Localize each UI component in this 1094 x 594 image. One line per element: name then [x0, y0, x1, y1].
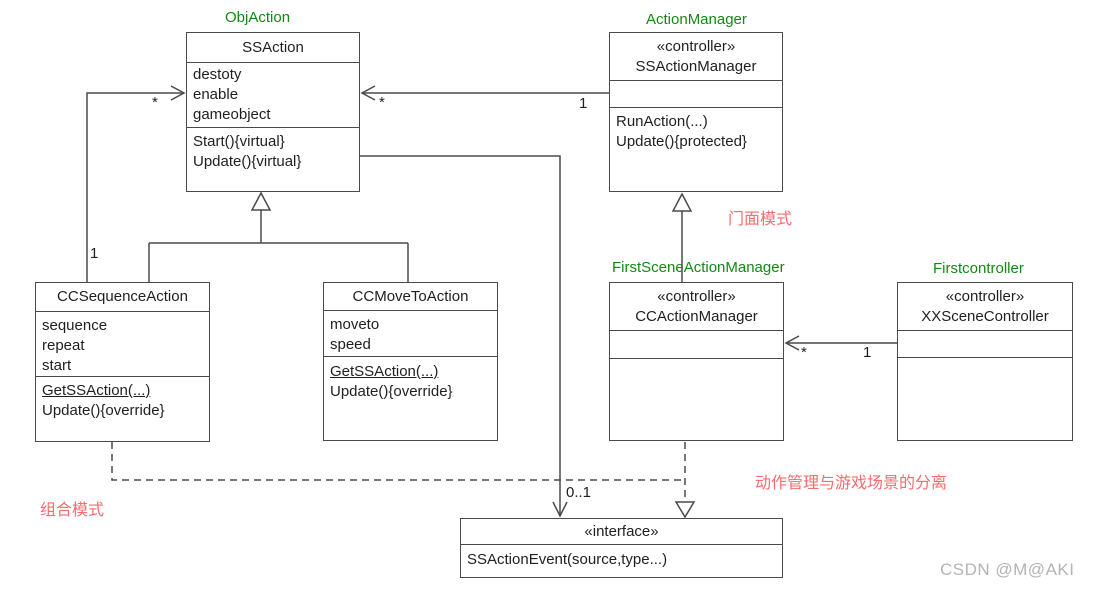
multiplicity-star: *: [152, 94, 158, 111]
interface-box-ssactionevent: «interface» SSActionEvent(source,type...…: [460, 518, 783, 578]
interface-stereotype: «interface»: [584, 522, 659, 540]
package-label-objaction: ObjAction: [225, 9, 291, 26]
multiplicity-one: 1: [579, 95, 588, 112]
method: Start(){virtual}: [193, 133, 285, 150]
methods-ccmovetoaction: GetSSAction(...) Update(){override}: [324, 356, 497, 440]
multiplicity-star: *: [801, 344, 807, 361]
multiplicity-zero-one: 0..1: [566, 484, 592, 501]
stereotype: «controller»: [657, 287, 736, 305]
class-name: XXSceneController: [921, 307, 1049, 325]
methods-ccsequenceaction: GetSSAction(...) Update(){override}: [36, 376, 209, 441]
attributes-ssactionmanager: [610, 80, 782, 107]
attributes-ccmovetoaction: moveto speed: [324, 310, 497, 356]
attribute: start: [42, 357, 72, 374]
csdn-watermark: CSDN @M@AKI: [940, 560, 1075, 579]
method: Update(){protected}: [616, 133, 747, 150]
attribute: sequence: [42, 317, 108, 334]
class-name: SSActionManager: [635, 57, 757, 75]
attribute: destoty: [193, 66, 242, 83]
methods-ccactionmanager: [610, 358, 783, 440]
attribute: moveto: [330, 316, 380, 333]
methods-xxscenecontroller: [898, 357, 1072, 440]
class-title-ccmovetoaction: CCMoveToAction: [352, 287, 469, 305]
class-box-ssaction: SSAction destoty enable gameobject Start…: [186, 32, 360, 192]
class-title-ccsequenceaction: CCSequenceAction: [57, 288, 188, 305]
attribute: repeat: [42, 337, 85, 354]
class-box-xxscenecontroller: «controller» XXSceneController: [897, 282, 1073, 441]
multiplicity-star: *: [379, 94, 385, 111]
interface-title-ssactionevent: SSActionEvent(source,type...): [461, 544, 782, 577]
class-title-ssactionmanager: «controller» SSActionManager: [610, 33, 782, 80]
class-box-ssactionmanager: «controller» SSActionManager RunAction(.…: [609, 32, 783, 192]
multiplicity-one: 1: [863, 344, 872, 361]
class-box-ccsequenceaction: CCSequenceAction sequence repeat start G…: [35, 282, 210, 442]
method: Update(){override}: [42, 402, 165, 419]
attributes-xxscenecontroller: [898, 330, 1072, 357]
stereotype: «controller»: [656, 37, 736, 55]
note-separation: 动作管理与游戏场景的分离: [755, 475, 948, 492]
attribute: gameobject: [193, 106, 271, 123]
attribute: speed: [330, 336, 371, 353]
static-method: GetSSAction(...): [42, 382, 151, 399]
note-facade-pattern: 门面模式: [728, 211, 793, 228]
class-title-xxscenecontroller: «controller» XXSceneController: [898, 283, 1072, 330]
package-label-actionmanager: ActionManager: [646, 11, 747, 28]
note-composite-pattern: 组合模式: [40, 502, 105, 519]
method: Update(){virtual}: [193, 153, 302, 170]
attributes-ccsequenceaction: sequence repeat start: [36, 311, 209, 376]
package-label-firstsceneactionmanager: FirstSceneActionManager: [612, 259, 785, 276]
attribute: enable: [193, 86, 239, 103]
methods-ssactionmanager: RunAction(...) Update(){protected}: [610, 107, 782, 191]
class-name: CCActionManager: [635, 307, 758, 325]
class-box-ccactionmanager: «controller» CCActionManager: [609, 282, 784, 441]
package-label-firstcontroller: Firstcontroller: [933, 260, 1024, 277]
methods-ssaction: Start(){virtual} Update(){virtual}: [187, 127, 359, 191]
attributes-ssaction: destoty enable gameobject: [187, 62, 359, 127]
multiplicity-one: 1: [90, 245, 99, 262]
class-title-ssaction: SSAction: [242, 38, 304, 56]
stereotype: «controller»: [945, 287, 1025, 305]
attributes-ccactionmanager: [610, 330, 783, 358]
method: Update(){override}: [330, 383, 453, 400]
class-box-ccmovetoaction: CCMoveToAction moveto speed GetSSAction(…: [323, 282, 498, 441]
method: RunAction(...): [616, 113, 708, 130]
class-title-ccactionmanager: «controller» CCActionManager: [610, 283, 783, 330]
static-method: GetSSAction(...): [330, 363, 439, 380]
